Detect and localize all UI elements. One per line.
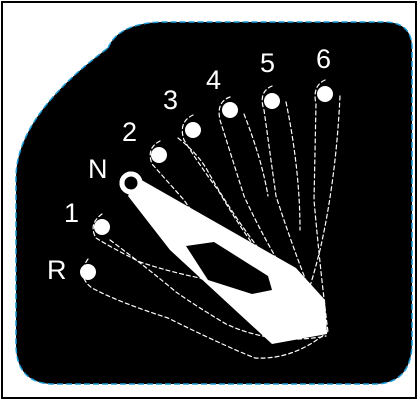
fourth-position: [222, 102, 238, 118]
fifth-position: [264, 93, 280, 109]
third-position: [185, 122, 201, 138]
shift-lever-slot: [186, 242, 272, 294]
gear-label-sixth: 6: [316, 44, 331, 74]
gate-path-sixth: [313, 79, 329, 333]
gate-path-fourth-return: [243, 113, 269, 197]
first-position: [94, 219, 110, 235]
gear-label-first: 1: [64, 198, 79, 228]
gate-path-fifth-return: [285, 101, 301, 231]
sixth-position: [317, 86, 333, 102]
gear-label-fifth: 5: [260, 48, 275, 78]
gear-label-third: 3: [163, 85, 178, 115]
gear-label-second: 2: [122, 117, 137, 147]
second-position: [151, 147, 167, 163]
gear-label-reverse: R: [47, 255, 67, 285]
gate-path-reverse: [82, 258, 326, 359]
gear-label-neutral: N: [88, 154, 108, 184]
gate-path-lower-return: [109, 239, 327, 340]
shift-lever: [119, 171, 327, 344]
neutral-pivot: [119, 171, 143, 195]
gear-label-fourth: 4: [206, 65, 221, 95]
gear-labels: R 1 N 2 3 4 5 6: [47, 44, 331, 285]
reverse-position: [80, 264, 96, 280]
